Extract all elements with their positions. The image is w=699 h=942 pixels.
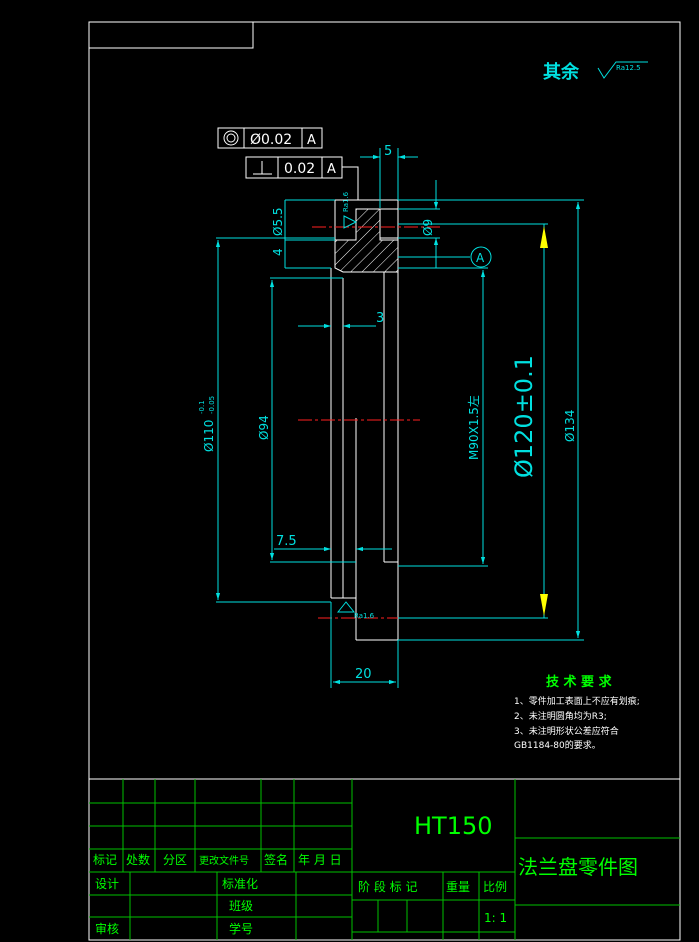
row-label-review: 审核 (95, 921, 119, 936)
tolerance-datum-2: A (327, 162, 336, 177)
section-hatch (334, 208, 399, 273)
dim-110: Ø110 (202, 420, 216, 452)
scale-header: 比例 (483, 880, 507, 894)
surface-note-symbol: Ra12.5 (616, 64, 641, 72)
dim-94: Ø94 (257, 415, 271, 440)
weight-header: 重量 (446, 880, 470, 894)
rev-header-4: 更改文件号 (199, 854, 249, 867)
dim-9: Ø9 (421, 219, 435, 236)
scale-value: 1: 1 (484, 911, 507, 925)
material-label: HT150 (414, 812, 493, 840)
tech-req-item-4: GB1184-80的要求。 (514, 739, 601, 751)
drawing-frame (88, 21, 681, 941)
tech-req-item-1: 1、零件加工表面上不应有划痕; (514, 695, 640, 707)
surface-note-label: 其余 (543, 61, 580, 83)
part-outline (330, 199, 399, 641)
tolerance-frame-perpendicularity: 0.02 A (245, 156, 343, 179)
tech-req-item-2: 2、未注明圆角均为R3; (514, 710, 607, 722)
roughness-bottom-icon (336, 601, 356, 613)
tolerance-frame-concentricity: Ø0.02 A (217, 127, 323, 149)
dim-thread: M90X1.5左 (466, 395, 481, 460)
yellow-arrows (540, 226, 548, 616)
ra-top-label: Ra1.6 (342, 191, 350, 212)
tolerance-datum-1: A (307, 133, 316, 148)
dim-20: 20 (355, 667, 372, 682)
rev-header-5: 签名 (264, 852, 288, 867)
dim-7-5: 7.5 (276, 534, 297, 549)
tech-req-item-3: 3、未注明形状公差应符合 (514, 725, 619, 737)
title-block: HT150 法兰盘零件图 标记 处数 分区 更改文件号 签名 年 月 日 设计 … (89, 778, 680, 940)
rev-header-6: 年 月 日 (298, 853, 342, 867)
dim-110-tol-upper: -0.1 (198, 400, 206, 414)
dim-120: Ø120±0.1 (510, 355, 538, 478)
perpendicularity-icon (253, 161, 272, 175)
dimension-lines (215, 148, 584, 688)
rev-header-3: 分区 (163, 853, 187, 867)
concentricity-icon (223, 130, 239, 146)
corner-title-box (88, 21, 254, 49)
tech-requirements-title: 技 术 要 求 (546, 674, 613, 690)
ra-bottom-label: Ra1.6 (354, 612, 375, 620)
dim-134: Ø134 (563, 410, 577, 442)
roughness-symbol-icon (597, 61, 648, 79)
dim-5-5: Ø5.5 (271, 207, 285, 236)
rev-header-1: 标记 (93, 853, 117, 867)
tolerance-value-1: Ø0.02 (250, 132, 292, 148)
row-mid-standard: 标准化 (222, 877, 258, 891)
dim-5: 5 (384, 144, 392, 159)
dim-4: 4 (271, 248, 285, 256)
roughness-top-icon (343, 215, 358, 229)
rev-header-2: 处数 (126, 852, 150, 867)
drawing-name: 法兰盘零件图 (518, 855, 638, 879)
dim-110-tol-lower: -0.05 (208, 396, 216, 414)
dim-3: 3 (376, 311, 384, 326)
datum-circle: A (470, 246, 492, 268)
row-mid-class: 班级 (229, 899, 253, 913)
row-label-design: 设计 (95, 877, 119, 891)
stage-header: 阶 段 标 记 (358, 879, 417, 894)
tolerance-value-2: 0.02 (284, 161, 315, 177)
datum-label: A (476, 251, 485, 265)
row-mid-studentno: 学号 (229, 921, 253, 936)
centerlines (298, 226, 440, 619)
